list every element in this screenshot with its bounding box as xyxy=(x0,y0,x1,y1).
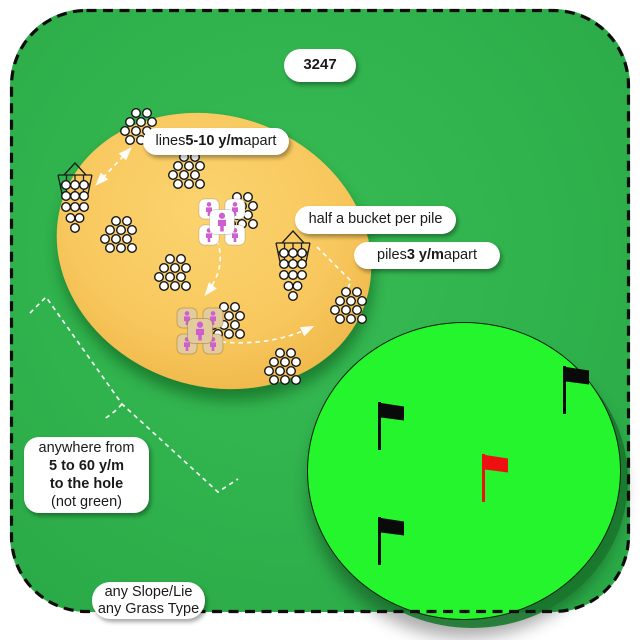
hole-number-text: 3247 xyxy=(303,56,337,74)
ball-pile xyxy=(330,287,368,325)
dashed-arrow xyxy=(204,239,221,296)
ball-pile xyxy=(264,348,302,386)
label-bucket-per-pile: half a bucket per pile xyxy=(295,206,456,234)
dashed-arrow xyxy=(95,147,132,186)
ball-pile xyxy=(99,215,137,253)
black-flag-icon xyxy=(563,366,589,414)
dashed-arrow xyxy=(103,403,123,420)
conditions-note: any Slope/Lie any Grass Type xyxy=(92,582,205,619)
ball-pile xyxy=(153,253,191,292)
label-piles-apart: piles 3 y/m apart xyxy=(354,242,500,269)
ball-basket-icon xyxy=(275,230,311,302)
label-lines-apart: lines 5-10 y/m apart xyxy=(143,128,289,155)
ball-basket-icon xyxy=(57,162,93,233)
red-flag-icon xyxy=(482,454,508,502)
black-flag-icon xyxy=(378,402,404,450)
black-flag-icon xyxy=(378,517,404,565)
ball-pile xyxy=(167,151,205,189)
hole-number-badge: 3247 xyxy=(284,49,356,82)
distance-note: anywhere from 5 to 60 y/m to the hole (n… xyxy=(24,437,149,513)
